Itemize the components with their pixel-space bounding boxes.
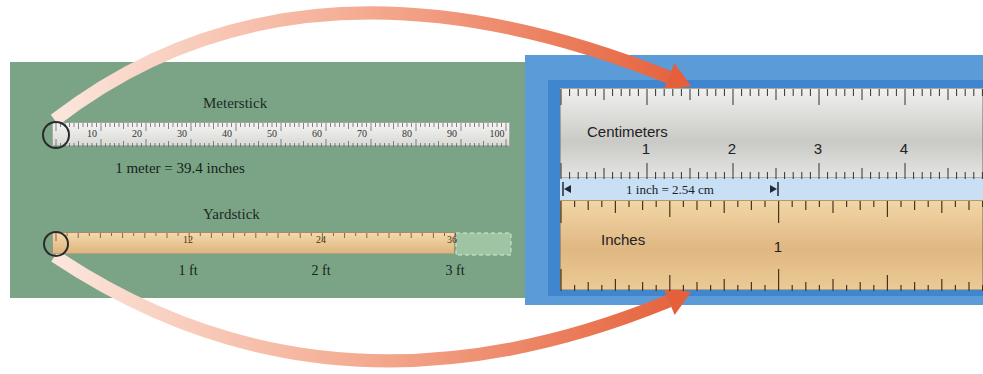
inch-ruler: Inches xyxy=(560,200,983,290)
meter-number: 60 xyxy=(312,129,322,139)
foot-mark: 2 ft xyxy=(311,264,330,278)
meterstick: Meterstick xyxy=(52,122,510,146)
centimeter-ruler: Centimeters xyxy=(560,88,983,178)
meter-number: 70 xyxy=(357,129,367,139)
tick-marks xyxy=(53,233,456,255)
inch-number: 12 xyxy=(183,235,193,245)
ruler-name: Meterstick xyxy=(203,95,267,112)
meter-number: 90 xyxy=(447,129,457,139)
ruler-name: Centimeters xyxy=(587,123,668,140)
cm-number: 2 xyxy=(728,141,736,156)
conversion-note: 1 meter = 39.4 inches xyxy=(115,161,245,176)
inch-number: 24 xyxy=(316,235,326,245)
cm-number: 3 xyxy=(814,141,822,156)
yardstick: Yardstick xyxy=(52,232,455,254)
meter-number: 50 xyxy=(267,129,277,139)
meter-number: 40 xyxy=(222,129,232,139)
meter-number: 80 xyxy=(402,129,412,139)
ruler-name: Inches xyxy=(601,231,645,248)
foot-mark: 3 ft xyxy=(445,264,464,278)
inch-number: 36 xyxy=(447,235,457,245)
ruler-name: Yardstick xyxy=(203,206,260,223)
inch-number: 1 xyxy=(774,239,782,254)
meter-number: 10 xyxy=(87,129,97,139)
cm-number: 1 xyxy=(642,141,650,156)
meter-number: 20 xyxy=(132,129,142,139)
foot-mark: 1 ft xyxy=(178,264,197,278)
meter-number: 30 xyxy=(177,129,187,139)
meter-number: 100 xyxy=(490,129,505,139)
cm-number: 4 xyxy=(900,141,908,156)
tick-marks xyxy=(53,123,511,147)
scale-note: 1 inch = 2.54 cm xyxy=(626,183,714,196)
